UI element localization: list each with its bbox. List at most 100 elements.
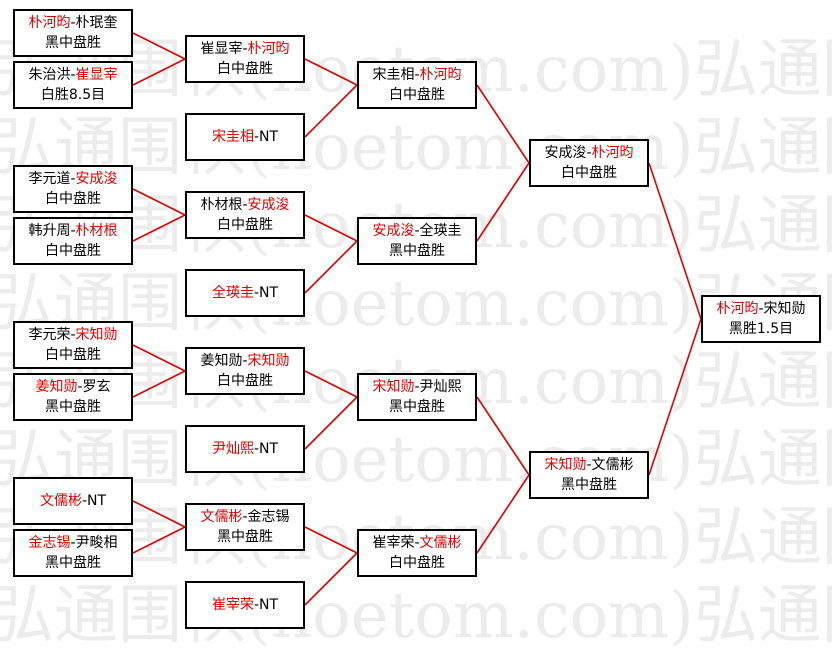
player-2: 罗玄: [82, 379, 111, 395]
result-line: 白中盘胜: [45, 243, 101, 259]
player-1: 崔宰荣: [372, 535, 415, 551]
player-1: 朴河昀: [28, 15, 71, 31]
players-line: 尹灿熙-NT: [211, 441, 279, 457]
player-1: 姜知勋: [35, 379, 78, 395]
match-box: 宋知勋-尹灿熙 黑中盘胜: [357, 373, 477, 421]
match-box: 朱治洪-崔显宰 白胜8.5目: [13, 61, 133, 109]
match-box: 尹灿熙-NT: [185, 425, 305, 473]
match-box: 朴河昀-朴珉奎 黑中盘胜: [13, 9, 133, 57]
match-box: 安成浚-全瑛圭 黑中盘胜: [357, 217, 477, 265]
connector-line: [304, 240, 358, 294]
player-1: 宋知勋: [372, 379, 415, 395]
connector-line: [476, 162, 530, 242]
connector-line: [648, 162, 702, 320]
players-line: 安成浚-全瑛圭: [372, 223, 462, 239]
match-box: 姜知勋-罗玄 黑中盘胜: [13, 373, 133, 421]
connector-line: [132, 214, 186, 242]
players-line: 韩升周-朴材根: [28, 223, 118, 239]
player-2: 尹灿熙: [419, 379, 462, 395]
match-box: 全瑛圭-NT: [185, 269, 305, 317]
match-box: 宋圭相-朴河昀 白中盘胜: [357, 61, 477, 109]
players-line: 朴材根-安成浚: [200, 197, 290, 213]
result-line: 黑中盘胜: [561, 477, 617, 493]
player-1: 宋圭相: [211, 129, 254, 145]
players-line: 朴河昀-宋知勋: [716, 301, 806, 317]
players-line: 朱治洪-崔显宰: [28, 67, 118, 83]
players-line: 宋知勋-文儒彬: [544, 457, 634, 473]
result-line: 白中盘胜: [561, 165, 617, 181]
players-line: 崔宰荣-NT: [211, 597, 279, 613]
player-2: 宋知勋: [75, 327, 118, 343]
connector-line: [304, 396, 358, 450]
match-box: 文儒彬-金志锡 黑中盘胜: [185, 503, 305, 551]
match-box: 崔宰荣-NT: [185, 581, 305, 629]
result-line: 白中盘胜: [217, 61, 273, 77]
final-match-box: 朴河昀-宋知勋 黑胜1.5目: [701, 295, 821, 343]
result-line: 白中盘胜: [217, 373, 273, 389]
result-line: 白中盘胜: [45, 347, 101, 363]
result-line: 黑中盘胜: [389, 399, 445, 415]
match-box: 李元道-安成浚 白中盘胜: [13, 165, 133, 213]
player-1: 尹灿熙: [211, 441, 254, 457]
player-1: 宋圭相: [372, 67, 415, 83]
player-1: 李元荣: [28, 327, 71, 343]
connector-line: [304, 552, 358, 606]
players-line: 安成浚-朴河昀: [544, 145, 634, 161]
player-2: 文儒彬: [591, 457, 634, 473]
players-line: 朴河昀-朴珉奎: [28, 15, 118, 31]
players-line: 文儒彬-金志锡: [200, 509, 290, 525]
connector-line: [132, 32, 186, 60]
player-2: 安成浚: [247, 197, 290, 213]
players-line: 宋圭相-NT: [211, 129, 279, 145]
player-1: 朴材根: [200, 197, 243, 213]
match-box: 姜知勋-宋知勋 白中盘胜: [185, 347, 305, 395]
connector-line: [648, 318, 702, 476]
result-line: 白中盘胜: [389, 87, 445, 103]
match-box: 安成浚-朴河昀 白中盘胜: [529, 139, 649, 187]
result-line: 白中盘胜: [217, 217, 273, 233]
connector-line: [304, 58, 358, 86]
player-2: NT: [259, 285, 279, 301]
player-1: 李元道: [28, 171, 71, 187]
player-1: 崔宰荣: [211, 597, 254, 613]
players-line: 全瑛圭-NT: [211, 285, 279, 301]
player-1: 全瑛圭: [211, 285, 254, 301]
connector-line: [304, 84, 358, 138]
player-2: 朴河昀: [419, 67, 462, 83]
match-box: 金志锡-尹畯相 黑中盘胜: [13, 529, 133, 577]
connector-line: [304, 370, 358, 398]
player-1: 文儒彬: [39, 493, 82, 509]
match-box: 崔宰荣-文儒彬 白中盘胜: [357, 529, 477, 577]
result-line: 白中盘胜: [45, 191, 101, 207]
match-box: 朴材根-安成浚 白中盘胜: [185, 191, 305, 239]
players-line: 宋知勋-尹灿熙: [372, 379, 462, 395]
connector-line: [132, 526, 186, 554]
result-line: 黑中盘胜: [45, 399, 101, 415]
players-line: 文儒彬-NT: [39, 493, 107, 509]
player-2: 宋知勋: [247, 353, 290, 369]
player-2: 尹畯相: [75, 535, 118, 551]
bracket-lines: [132, 32, 702, 606]
players-line: 宋圭相-朴河昀: [372, 67, 462, 83]
players-line: 金志锡-尹畯相: [28, 535, 118, 551]
player-1: 韩升周: [28, 223, 71, 239]
player-1: 朴河昀: [716, 301, 759, 317]
match-box: 宋圭相-NT: [185, 113, 305, 161]
result-line: 白胜8.5目: [40, 87, 106, 103]
player-2: 全瑛圭: [419, 223, 462, 239]
connector-line: [476, 84, 530, 164]
connector-line: [132, 188, 186, 216]
result-line: 白中盘胜: [389, 555, 445, 571]
player-2: 文儒彬: [419, 535, 462, 551]
player-2: NT: [259, 129, 279, 145]
connector-line: [304, 526, 358, 554]
match-box: 李元荣-宋知勋 白中盘胜: [13, 321, 133, 369]
player-2: NT: [259, 597, 279, 613]
match-box: 宋知勋-文儒彬 黑中盘胜: [529, 451, 649, 499]
players-line: 崔显宰-朴河昀: [200, 41, 290, 57]
match-box: 文儒彬-NT: [13, 477, 133, 525]
player-1: 崔显宰: [200, 41, 243, 57]
player-1: 安成浚: [372, 223, 415, 239]
connector-line: [476, 396, 530, 476]
player-2: 朴珉奎: [75, 15, 118, 31]
